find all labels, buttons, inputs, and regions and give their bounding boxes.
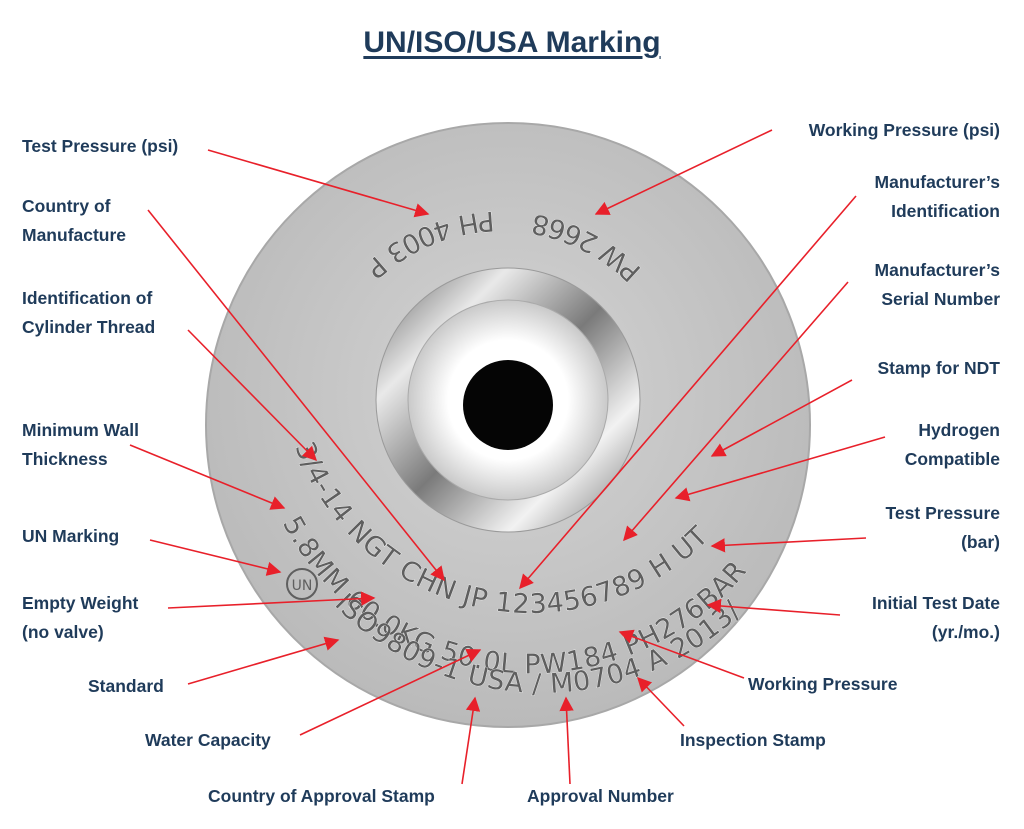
arrow-stamp-ndt xyxy=(710,379,853,457)
arrow-approval-number xyxy=(559,696,574,785)
label-empty-weight: Empty Weight(no valve) xyxy=(22,593,139,642)
svg-text:UN: UN xyxy=(292,578,313,594)
arrow-manufacturer-id xyxy=(519,195,857,590)
arrow-hydrogen-compatible xyxy=(674,436,886,502)
valve-hole xyxy=(463,360,553,450)
label-un-marking: UN Marking xyxy=(22,526,120,546)
arrow-cylinder-thread xyxy=(187,329,318,462)
label-stamp-ndt: Stamp for NDT xyxy=(877,358,1001,378)
label-approval-number: Approval Number xyxy=(527,786,674,806)
arrow-standard xyxy=(187,636,340,685)
label-working-pressure: Working Pressure xyxy=(748,674,898,694)
label-standard: Standard xyxy=(88,676,164,696)
label-water-capacity: Water Capacity xyxy=(145,730,271,750)
arrow-inspection-stamp xyxy=(637,676,685,727)
arrow-initial-test-date xyxy=(706,598,841,616)
arrow-country-of-approval xyxy=(461,696,481,785)
arrow-country-of-manufacture xyxy=(147,209,445,582)
arrow-water-capacity xyxy=(299,649,482,736)
arrow-test-pressure-psi xyxy=(207,149,430,218)
arrow-test-pressure-bar xyxy=(710,537,867,553)
un-symbol: UN xyxy=(286,568,318,600)
page-title: UN/ISO/USA Marking xyxy=(363,26,661,59)
label-working-pressure-psi: Working Pressure (psi) xyxy=(808,120,1000,140)
arrow-empty-weight xyxy=(167,591,376,609)
arrow-working-pressure xyxy=(618,629,745,679)
arrow-working-pressure-psi xyxy=(594,129,773,215)
arrows xyxy=(129,129,886,785)
label-inspection-stamp: Inspection Stamp xyxy=(680,730,826,750)
arrow-manufacturer-serial xyxy=(623,281,849,542)
arrow-un-marking xyxy=(149,539,282,576)
arrow-min-wall-thickness xyxy=(129,444,286,510)
label-country-of-approval: Country of Approval Stamp xyxy=(208,786,435,806)
label-test-pressure-bar: Test Pressure(bar) xyxy=(885,503,1000,552)
label-initial-test-date: Initial Test Date(yr./mo.) xyxy=(871,593,1000,642)
label-test-pressure-psi: Test Pressure (psi) xyxy=(22,136,179,156)
